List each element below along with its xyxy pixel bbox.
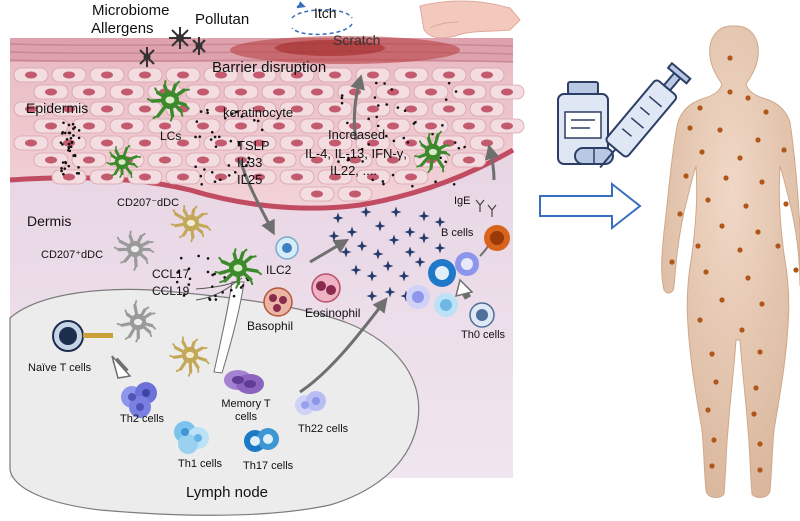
dendritic-cells — [106, 80, 451, 377]
ccl19-label: CCL19 — [152, 284, 190, 298]
cd207-neg-ddc-label: CD207⁻dDC — [117, 197, 180, 209]
itch-label: Itch — [314, 5, 337, 21]
outcome-arrow — [539, 181, 642, 231]
lymph-node-label: Lymph node — [186, 484, 269, 501]
cytokine-stars — [328, 206, 446, 302]
lymph-node-shape — [9, 288, 420, 516]
th2-cells-label: Th2 cells — [120, 413, 165, 425]
itch-scratch-cycle-icon — [291, 1, 353, 36]
increased-label: Increased — [328, 127, 386, 142]
ige-antibody — [475, 199, 485, 212]
ige-label: IgE — [454, 195, 471, 207]
naive-t-cells-label: Naïve T cells — [28, 362, 92, 374]
allergens-label: Allergens — [91, 20, 154, 37]
dermis-label: Dermis — [27, 213, 72, 229]
scratch-label: Scratch — [333, 32, 381, 48]
th22-cells-label: Th22 cells — [298, 423, 349, 435]
keratinocyte-label: keratinocyte — [223, 105, 294, 120]
ilc2-label: ILC2 — [266, 263, 292, 277]
th1-cells-label: Th1 cells — [178, 458, 223, 470]
th17-cells-label: Th17 cells — [243, 460, 294, 472]
chemokine-dots — [59, 81, 466, 301]
hand-icon — [419, 0, 521, 39]
th17-cells — [244, 428, 279, 452]
th22-cells — [295, 391, 326, 415]
microbiome-label: Microbiome — [92, 2, 170, 19]
tslp-label: TSLP — [237, 138, 270, 153]
eosinophil-label: Eosinophil — [305, 306, 361, 320]
allergen-particles — [139, 27, 206, 67]
il33-label: IL33 — [237, 155, 263, 170]
ccl17-label: CCL17 — [152, 267, 190, 281]
human-body-icon — [661, 25, 800, 498]
syringe-icon — [599, 61, 692, 169]
th1-cells — [174, 421, 209, 454]
skin-lesions — [669, 55, 799, 473]
eosinophil-cell — [311, 273, 341, 303]
epidermis-label: Epidermis — [26, 100, 89, 116]
basophil-label: Basophil — [247, 319, 294, 333]
th0-cells-label: Th0 cells — [461, 329, 506, 341]
lcs-label: LCs — [160, 129, 182, 143]
cd207-pos-ddc-label: CD207⁺dDC — [41, 249, 104, 261]
lymphatic-vessel — [213, 281, 245, 374]
cytokines-line1: IL-4, IL-13, IFN-γ, — [305, 146, 407, 161]
barrier-disruption-label: Barrier disruption — [212, 59, 327, 76]
memory-t-cells — [224, 370, 264, 394]
th2-cells — [121, 382, 157, 418]
b-cells-label: B cells — [441, 227, 474, 239]
flow-arrows — [111, 74, 500, 394]
immune-cells — [52, 199, 510, 454]
memory-t-cells-label: Memory T cells — [221, 398, 271, 424]
keratinocyte-layer — [13, 67, 525, 202]
capsule-icon — [574, 147, 614, 165]
il25-label: IL25 — [237, 172, 263, 187]
pollutan-label: Pollutan — [195, 11, 250, 28]
cytokines-line2: IL22, .... — [330, 163, 377, 178]
